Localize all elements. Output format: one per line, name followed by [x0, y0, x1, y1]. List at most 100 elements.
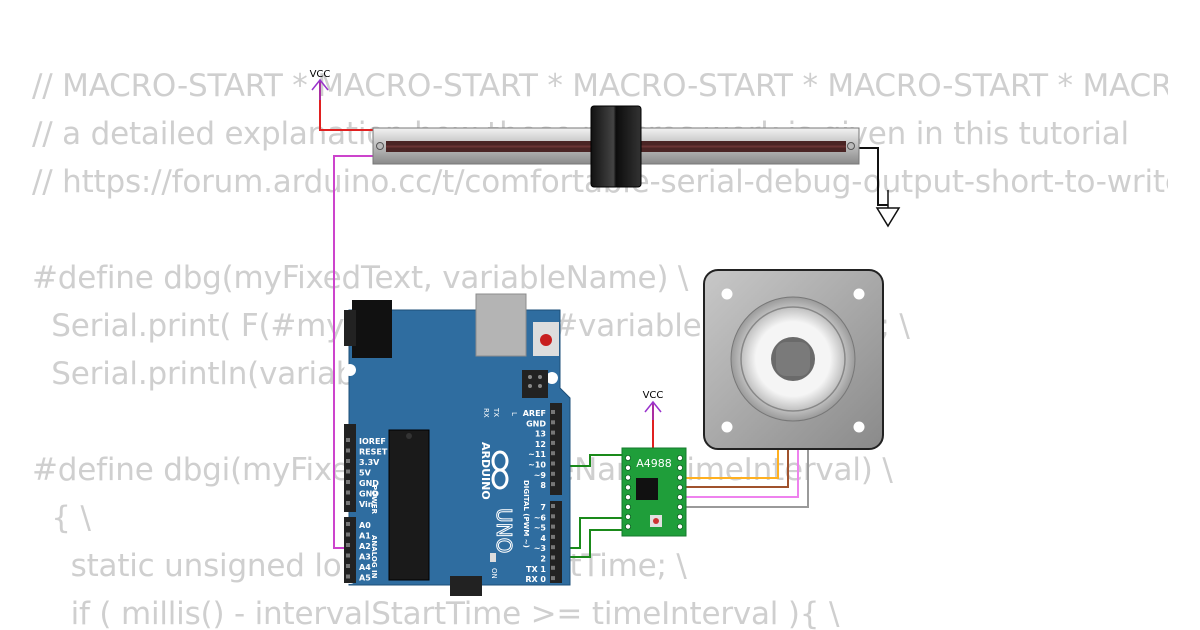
pin-label: A0	[359, 521, 371, 530]
power-jack	[352, 300, 392, 358]
code-line: if ( millis() - intervalStartTime >= tim…	[32, 596, 840, 630]
header-pin[interactable]	[551, 410, 555, 414]
driver-pin[interactable]	[625, 474, 632, 481]
pin-label: 7	[540, 503, 546, 512]
header-pin[interactable]	[346, 564, 350, 568]
on-led	[490, 553, 496, 562]
arduino-logo	[491, 450, 509, 490]
driver-pin[interactable]	[625, 503, 632, 510]
header-pin[interactable]	[551, 440, 555, 445]
reset-button[interactable]	[540, 334, 552, 346]
header-pin[interactable]	[551, 482, 555, 487]
header-pin[interactable]	[551, 565, 555, 570]
pot-slider-knob[interactable]	[590, 105, 642, 188]
header-pin[interactable]	[346, 501, 350, 505]
header-pin[interactable]	[551, 576, 555, 581]
driver-pin[interactable]	[677, 474, 684, 481]
pin-label: 3.3V	[359, 458, 380, 467]
header-pin[interactable]	[551, 471, 555, 476]
pot-signal-wire	[333, 155, 378, 549]
arduino-uno: ARDUINO UNO DIGITAL (PWM ~) POWER ANALOG…	[344, 293, 571, 596]
header-pin[interactable]	[551, 430, 555, 435]
slide-potentiometer[interactable]	[372, 105, 860, 188]
arduino-brand: ARDUINO	[479, 442, 492, 500]
pot-screw-right	[847, 142, 855, 150]
pin-label: A2	[359, 542, 371, 551]
icsp-header-bottom	[450, 576, 482, 596]
header-pin[interactable]	[551, 534, 555, 539]
header-pin[interactable]	[346, 459, 350, 463]
motor-shaft	[776, 342, 810, 376]
header-pin[interactable]	[346, 469, 350, 474]
header-pin[interactable]	[346, 522, 350, 526]
driver-pin[interactable]	[625, 464, 632, 471]
driver-pin[interactable]	[677, 494, 684, 501]
driver-pin[interactable]	[625, 513, 632, 520]
header-pin[interactable]	[346, 553, 350, 558]
pin-label: ~3	[534, 544, 546, 553]
header-pin[interactable]	[346, 480, 350, 484]
header-pin[interactable]	[551, 524, 555, 529]
driver-chip	[636, 478, 658, 500]
header-pin[interactable]	[551, 451, 555, 456]
driver-pin[interactable]	[677, 484, 684, 491]
driver-pin[interactable]	[677, 503, 684, 510]
header-pin[interactable]	[551, 514, 555, 519]
arduino-model: UNO	[492, 508, 516, 553]
pin-label: 4	[540, 534, 546, 543]
header-pin[interactable]	[551, 504, 555, 508]
header-pin[interactable]	[346, 448, 350, 453]
coil-wire-2	[682, 448, 789, 488]
on-led-label: ON	[490, 568, 498, 579]
pin-label: A4	[359, 563, 371, 572]
pin-label: GND	[359, 490, 379, 499]
header-pin[interactable]	[551, 461, 555, 466]
driver-pin[interactable]	[625, 494, 632, 501]
coil-wire-3	[682, 448, 799, 498]
dir-wire	[552, 454, 628, 467]
driver-pin[interactable]	[677, 454, 684, 461]
pot-gnd-wire	[856, 147, 888, 206]
pin-label: TX 1	[526, 565, 546, 574]
vcc-label-driver: VCC	[643, 390, 664, 401]
driver-pin[interactable]	[625, 484, 632, 491]
driver-pin[interactable]	[625, 454, 632, 461]
code-background: // MACRO-START * MACRO-START * MACRO-STA…	[32, 68, 1168, 630]
ground-symbol	[875, 190, 901, 228]
stepper-motor	[703, 269, 884, 450]
power-section-label: POWER	[370, 485, 378, 515]
pin-label: 5V	[359, 469, 372, 478]
header-pin[interactable]	[346, 543, 350, 547]
driver-pin[interactable]	[677, 464, 684, 471]
header-pin[interactable]	[551, 420, 555, 425]
header-pin[interactable]	[346, 490, 350, 495]
pin-label: A3	[359, 553, 371, 562]
step-wire-2	[552, 529, 628, 558]
vcc-symbol-top: VCC	[310, 69, 331, 100]
a4988-driver: A4988	[621, 447, 687, 537]
header-pin[interactable]	[551, 555, 555, 560]
driver-pin[interactable]	[625, 523, 632, 530]
pin-label: GND	[526, 419, 546, 428]
pin-label: IOREF	[359, 437, 386, 446]
pin-label: 8	[540, 481, 546, 490]
header-pin[interactable]	[346, 438, 350, 442]
code-line: { \	[32, 500, 91, 536]
header-pin[interactable]	[346, 574, 350, 579]
tx-led-label: TX	[492, 407, 500, 417]
pin-label: AREF	[523, 409, 546, 418]
pin-label: GND	[359, 479, 379, 488]
driver-pin[interactable]	[677, 513, 684, 520]
driver-label: A4988	[636, 457, 672, 470]
usb-port	[475, 293, 527, 357]
pin-label: A5	[359, 574, 371, 583]
pot-vcc-wire	[319, 80, 380, 131]
driver-pin[interactable]	[677, 523, 684, 530]
header-pin[interactable]	[346, 532, 350, 537]
header-pin[interactable]	[551, 545, 555, 550]
vcc-label-top: VCC	[310, 69, 331, 80]
